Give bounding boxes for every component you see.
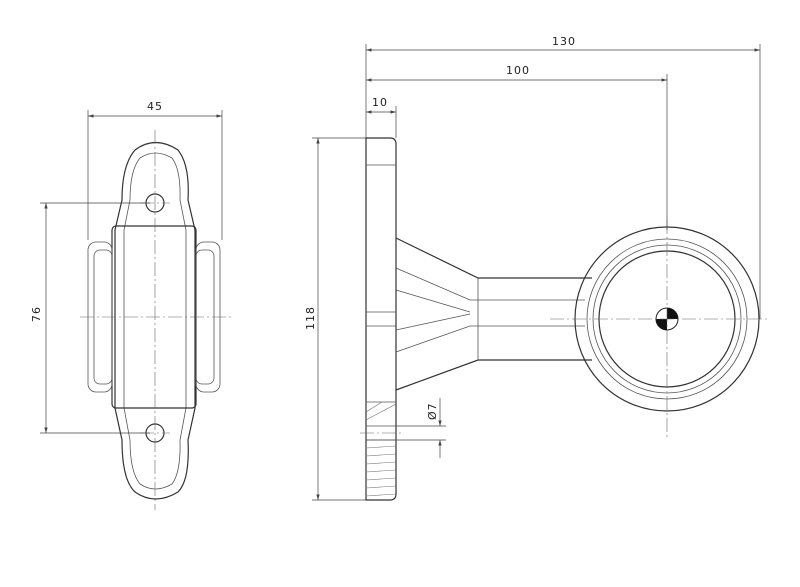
- side-base-plate: [365, 137, 397, 501]
- dim-front-width: 45: [147, 100, 163, 113]
- dim-base-thickness: 10: [372, 96, 388, 109]
- side-hatch: [366, 402, 396, 497]
- dim-total-length: 130: [552, 35, 576, 48]
- dim-hole-diameter: Ø7: [426, 402, 439, 420]
- side-arm-lower: [395, 359, 592, 391]
- front-base-inner: [123, 152, 187, 490]
- dim-hole-spacing: 76: [30, 306, 43, 322]
- side-arm-upper: [395, 237, 592, 279]
- dim-lamp-center: 100: [506, 64, 530, 77]
- front-view: 45 76: [30, 100, 232, 510]
- dim-side-height: 118: [304, 306, 317, 330]
- front-base-outline: [114, 141, 196, 500]
- side-view: 130 100 10 118 Ø7: [304, 35, 770, 501]
